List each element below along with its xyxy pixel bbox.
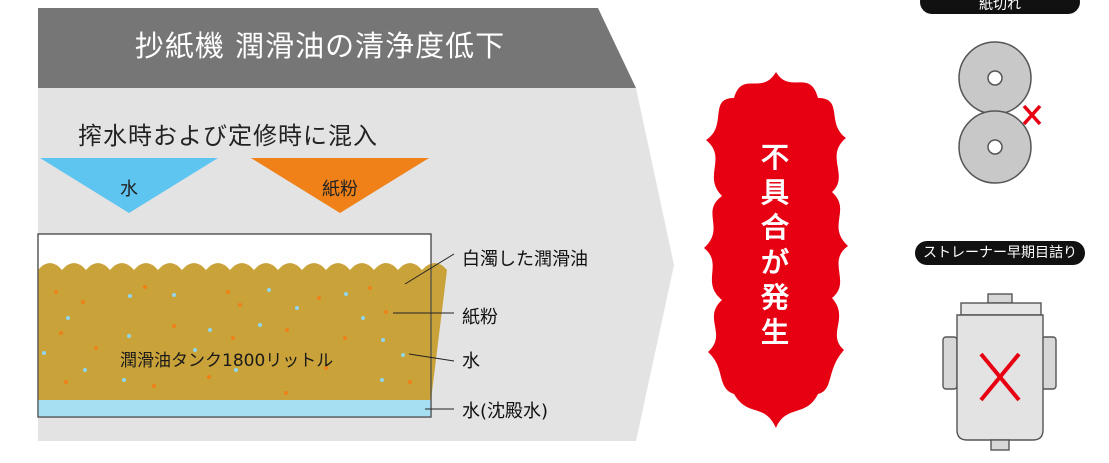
problem-label-paper-break: 紙切れ <box>920 0 1080 14</box>
paper-dust-input-label: 紙粉 <box>322 179 358 200</box>
problem-label-strainer: ストレーナー早期目詰り <box>915 241 1085 265</box>
callout-paper-dust: 紙粉 <box>462 307 498 328</box>
paper-dust-input-triangle <box>251 158 429 213</box>
callout-cloudy-oil: 白濁した潤滑油 <box>462 249 588 270</box>
panel-title: 抄紙機 潤滑油の清浄度低下 <box>134 29 506 63</box>
defect-label: 不具合が発生 <box>752 140 798 350</box>
defect-label-char: が <box>760 246 789 279</box>
callout-line-cloudy-oil <box>404 253 455 285</box>
defect-label-char: 生 <box>760 316 789 349</box>
callout-line-water <box>408 353 455 362</box>
paper-roll-break-icon <box>918 41 1077 184</box>
tank-label: 潤滑油タンク1800リットル <box>120 351 334 371</box>
defect-label-char: 具 <box>760 176 789 209</box>
clogged-strainer-icon <box>942 293 1057 451</box>
defect-burst-shape <box>704 72 848 428</box>
panel-subtitle: 搾水時および定修時に混入 <box>78 122 378 150</box>
oil-layer <box>38 263 447 400</box>
water-input-triangle <box>40 158 218 213</box>
callout-water: 水 <box>462 351 480 372</box>
water-input-label: 水 <box>120 179 138 200</box>
defect-label-char: 発 <box>760 281 789 314</box>
water-particles <box>42 288 405 382</box>
callout-sediment-water: 水(沈殿水) <box>462 401 549 422</box>
water-sediment-layer <box>38 400 431 417</box>
defect-label-char: 不 <box>760 141 789 174</box>
paper-dust-particles <box>54 285 412 395</box>
defect-label-char: 合 <box>760 211 789 244</box>
title-bar <box>38 8 636 88</box>
